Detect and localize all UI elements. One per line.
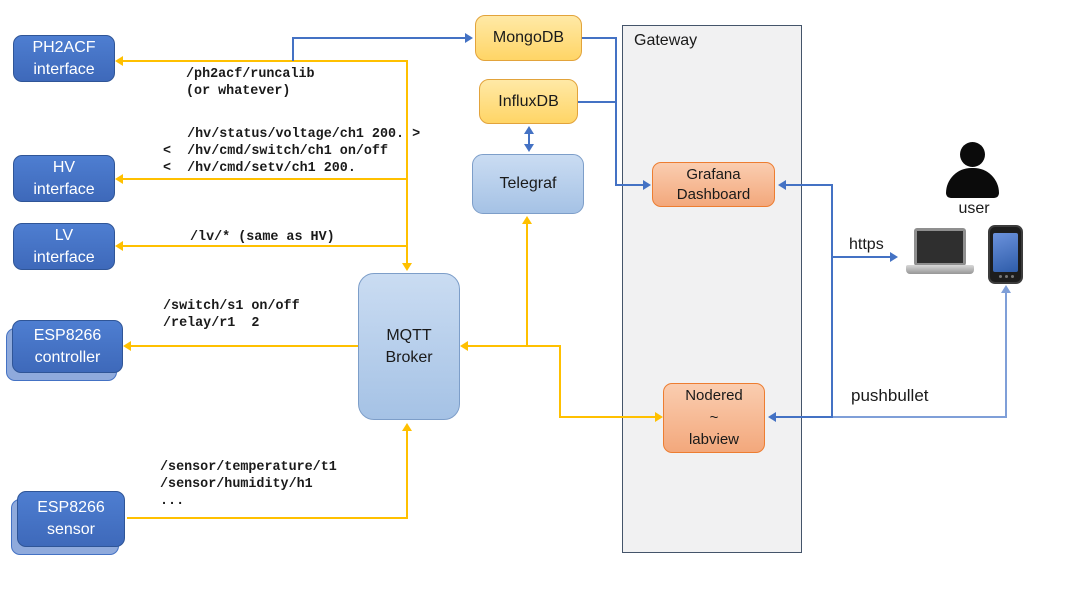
node-ph2acf-interface: PH2ACF interface xyxy=(13,35,115,82)
arrowhead-into-broker-bottom xyxy=(402,423,412,431)
node-hv-interface: HV interface xyxy=(13,155,115,202)
arrowhead-into-nodered-left xyxy=(655,412,663,422)
connector-sensor-to-broker xyxy=(127,517,408,519)
connector-influxdb-right xyxy=(578,101,617,103)
node-label: MQTT Broker xyxy=(385,326,433,366)
connector-broker-to-ph2acf xyxy=(123,60,407,62)
node-label: Telegraf xyxy=(499,175,557,192)
note-hv-topics: /hv/status/voltage/ch1 200. > < /hv/cmd/… xyxy=(163,127,421,176)
label-user: user xyxy=(958,200,990,217)
note-sensor-topics: /sensor/temperature/t1 /sensor/humidity/… xyxy=(160,460,337,509)
connector-db-trunk xyxy=(615,37,617,185)
connector-broker-to-controller xyxy=(131,345,358,347)
label-https: https xyxy=(849,236,884,253)
node-grafana-dashboard: Grafana Dashboard xyxy=(652,162,775,207)
connector-ph2acf-branch-up xyxy=(292,38,294,61)
connector-https-trunk xyxy=(831,184,833,418)
arrowhead-into-grafana-left xyxy=(643,180,651,190)
connector-grafana-right xyxy=(786,184,833,186)
connector-to-mongodb xyxy=(292,37,465,39)
note-lv-topics: /lv/* (same as HV) xyxy=(190,230,335,245)
node-telegraf: Telegraf xyxy=(472,154,584,214)
arrowhead-into-grafana-right xyxy=(778,180,786,190)
arrowhead-into-nodered-right xyxy=(768,412,776,422)
note-controller-topics: /switch/s1 on/off /relay/r1 2 xyxy=(163,299,300,331)
arrowhead-into-phone xyxy=(1001,285,1011,293)
user-icon-head xyxy=(960,142,985,167)
smartphone-icon-button xyxy=(999,275,1002,278)
node-label: InfluxDB xyxy=(498,92,559,110)
arrowhead-into-telegraf xyxy=(522,216,532,224)
connector-influxdb-telegraf xyxy=(528,133,530,145)
arrowhead-into-telegraf-top xyxy=(524,144,534,152)
connector-to-grafana-left xyxy=(615,184,643,186)
node-label: Grafana Dashboard xyxy=(676,165,751,203)
note-ph2acf-topics: /ph2acf/runcalib (or whatever) xyxy=(186,67,315,99)
connector-to-nodered-left xyxy=(559,416,655,418)
smartphone-icon-button xyxy=(1011,275,1014,278)
label-pushbullet: pushbullet xyxy=(851,386,929,405)
arrowhead-into-mongodb xyxy=(465,33,473,43)
connector-broker-right xyxy=(468,345,560,347)
node-lv-interface: LV interface xyxy=(13,223,115,270)
smartphone-icon xyxy=(988,225,1023,284)
arrowhead-into-influxdb xyxy=(524,126,534,134)
connector-to-telegraf xyxy=(526,224,528,346)
arrowhead-into-controller xyxy=(123,341,131,351)
arrowhead-into-laptop xyxy=(890,252,898,262)
gateway-container: Gateway xyxy=(622,25,802,553)
connector-pushbullet-to-phone xyxy=(1005,293,1007,417)
laptop-icon xyxy=(906,228,974,278)
connector-https xyxy=(833,256,890,258)
connector-pushbullet xyxy=(833,416,1007,418)
smartphone-icon-screen xyxy=(993,233,1018,272)
arrowhead-into-broker-top xyxy=(402,263,412,271)
node-mqtt-broker: MQTT Broker xyxy=(358,273,460,420)
node-mongodb: MongoDB xyxy=(475,15,582,61)
node-label: ESP8266 controller xyxy=(33,326,102,366)
user-icon-body xyxy=(946,168,999,198)
node-esp-controller: ESP8266 controller xyxy=(12,320,123,373)
smartphone-icon-button xyxy=(1005,275,1008,278)
arrowhead-into-hv xyxy=(115,174,123,184)
node-label: Nodered ~ labview xyxy=(685,387,743,448)
connector-broker-to-lv xyxy=(123,245,407,247)
node-label: LV interface xyxy=(33,226,95,266)
connector-broker-to-hv xyxy=(123,178,407,180)
node-influxdb: InfluxDB xyxy=(479,79,578,124)
node-esp-sensor: ESP8266 sensor xyxy=(17,491,125,547)
connector-mongodb-right xyxy=(582,37,617,39)
connector-down-to-nodered xyxy=(559,345,561,417)
gateway-label: Gateway xyxy=(634,32,698,49)
arrowhead-into-ph2acf xyxy=(115,56,123,66)
connector-nodered-right xyxy=(776,416,832,418)
node-label: ESP8266 sensor xyxy=(37,499,105,538)
node-nodered-labview: Nodered ~ labview xyxy=(663,383,765,453)
connector-sensor-trunk xyxy=(406,431,408,518)
user-icon xyxy=(944,142,1004,200)
node-label: PH2ACF interface xyxy=(32,38,96,78)
laptop-icon-base xyxy=(906,265,974,274)
node-label: HV interface xyxy=(33,158,95,198)
arrowhead-into-broker-right xyxy=(460,341,468,351)
arrowhead-into-lv xyxy=(115,241,123,251)
laptop-icon-screen xyxy=(914,228,966,266)
connector-trunk-to-broker-top xyxy=(406,60,408,263)
node-label: MongoDB xyxy=(492,29,565,46)
